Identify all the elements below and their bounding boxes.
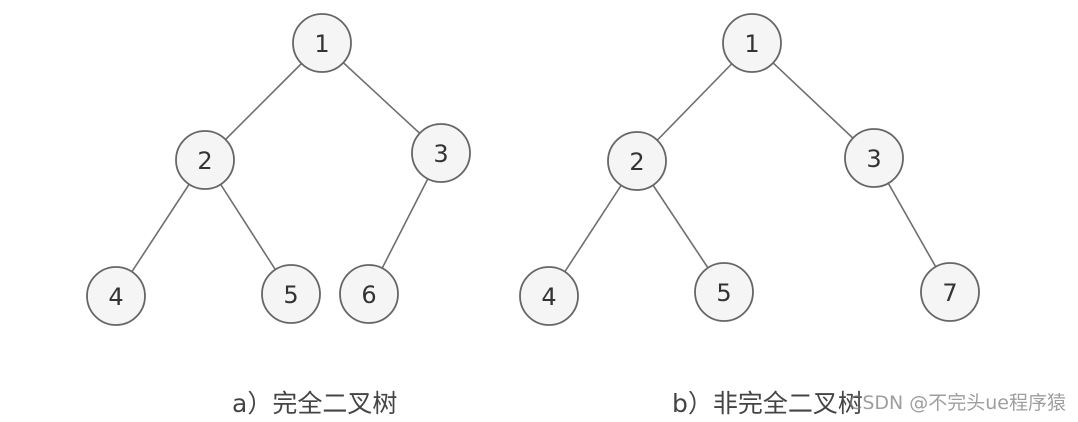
tree-b-node-5-label: 5 xyxy=(716,279,731,307)
tree-b-node-2-label: 2 xyxy=(629,148,644,176)
tree-b-node-5: 5 xyxy=(694,262,754,322)
tree-a-node-6: 6 xyxy=(339,264,399,324)
tree-a-node-6-label: 6 xyxy=(361,281,376,309)
tree-a-node-4: 4 xyxy=(86,266,146,326)
tree-a-node-5: 5 xyxy=(261,264,321,324)
tree-a-node-4-label: 4 xyxy=(108,283,123,311)
tree-b-node-7-label: 7 xyxy=(942,279,957,307)
tree-a-node-3-label: 3 xyxy=(433,140,448,168)
tree-b-node-4: 4 xyxy=(519,266,579,326)
tree-b-node-1-label: 1 xyxy=(744,30,759,58)
tree-a-node-3: 3 xyxy=(411,123,471,183)
tree-b-node-4-label: 4 xyxy=(541,283,556,311)
csdn-watermark: CSDN @不完头ue程序猿 xyxy=(849,392,1066,414)
tree-a-node-1-label: 1 xyxy=(314,30,329,58)
tree-a-node-1: 1 xyxy=(292,13,352,73)
caption-complete-binary-tree: a）完全二叉树 xyxy=(232,389,398,418)
tree-a-node-2-label: 2 xyxy=(197,147,212,175)
tree-a-node-2: 2 xyxy=(175,130,235,190)
tree-b-node-3-label: 3 xyxy=(866,145,881,173)
caption-incomplete-binary-tree: b）非完全二叉树 xyxy=(672,389,863,418)
tree-b-node-1: 1 xyxy=(722,13,782,73)
tree-b-node-7: 7 xyxy=(920,262,980,322)
tree-b-node-2: 2 xyxy=(607,131,667,191)
tree-a-node-5-label: 5 xyxy=(283,281,298,309)
tree-b-node-3: 3 xyxy=(844,128,904,188)
